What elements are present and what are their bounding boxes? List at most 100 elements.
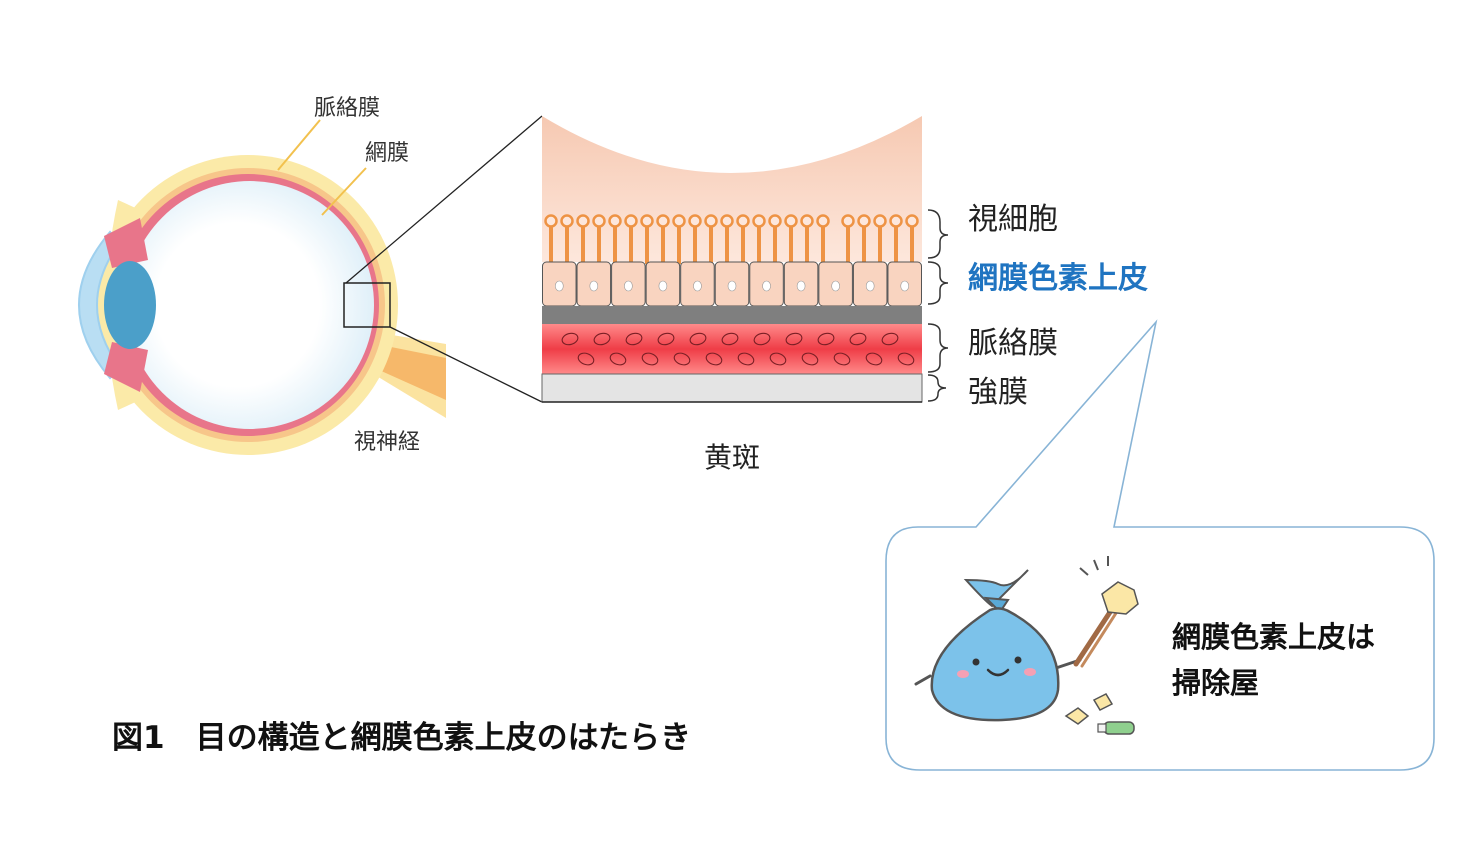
photoreceptor-head (857, 214, 871, 228)
photoreceptor-stalk (661, 226, 665, 264)
figure-caption: 図1 目の構造と網膜色素上皮のはたらき (112, 720, 691, 756)
rpe-nucleus (589, 280, 599, 292)
brace-sclera (927, 374, 947, 402)
photoreceptor-head (688, 214, 702, 228)
photoreceptor-head (576, 214, 590, 228)
blood-cell (833, 352, 851, 366)
rpe-nucleus (554, 280, 564, 292)
blood-cell (897, 352, 915, 366)
photoreceptor-head (841, 214, 855, 228)
bubble-text-line1: 網膜色素上皮は (1172, 620, 1376, 654)
blood-cell (673, 352, 691, 366)
rpe-cells (542, 261, 922, 307)
blood-cell (753, 332, 771, 346)
rpe-nucleus (693, 280, 702, 292)
photoreceptor-stalk (894, 226, 898, 264)
blood-cell (689, 332, 707, 346)
photoreceptor-head (736, 214, 750, 228)
eye-label-optic-nerve: 視神経 (354, 430, 421, 455)
photoreceptor-head (784, 214, 798, 228)
iris-upper (104, 218, 148, 268)
blood-cell (737, 352, 755, 366)
lens (104, 261, 156, 349)
photoreceptor-head (544, 214, 558, 228)
blood-cell (817, 332, 835, 346)
zoom-line-top (345, 115, 543, 284)
blood-cell (721, 332, 739, 346)
blood-cell (769, 352, 787, 366)
layer-label-choroid: 脈絡膜 (968, 326, 1058, 361)
rpe-nucleus (762, 280, 771, 292)
photoreceptor-head (800, 214, 814, 228)
bubble-text-line2: 掃除屋 (1172, 666, 1260, 700)
photoreceptor-stalk (677, 226, 681, 264)
photoreceptor-stalk (613, 226, 617, 264)
photoreceptor-head (672, 214, 686, 228)
layer-label-photoreceptor: 視細胞 (968, 202, 1058, 237)
blood-cell (641, 352, 659, 366)
photoreceptor-head (889, 214, 903, 228)
photoreceptor-stalk (878, 226, 882, 264)
blood-cell (785, 332, 803, 346)
brace-rpe (927, 261, 949, 305)
photoreceptor-stalk (709, 226, 713, 264)
photoreceptor-head (592, 214, 606, 228)
garbage-bits (1064, 707, 1090, 725)
bottle (1103, 721, 1135, 735)
photoreceptor-head (816, 214, 830, 228)
choroid-layer (542, 324, 922, 374)
layer-label-rpe: 網膜色素上皮 (968, 261, 1148, 296)
blood-cell (881, 332, 899, 346)
photoreceptor-stalk (645, 226, 649, 264)
rpe-nucleus (865, 280, 875, 292)
photoreceptor-stalk (821, 226, 825, 264)
photoreceptor-head (768, 214, 782, 228)
photoreceptor-stalk (862, 226, 866, 264)
rpe-nucleus (796, 280, 806, 292)
photoreceptor-stalk (846, 226, 850, 264)
rpe-nucleus (727, 280, 737, 292)
vitreous (126, 181, 374, 429)
photoreceptor-stalk (805, 226, 809, 264)
photoreceptor-head (624, 214, 638, 228)
photoreceptor-head (560, 214, 574, 228)
blood-cell (609, 352, 627, 366)
photoreceptor-stalk (629, 226, 633, 264)
rpe-nucleus (624, 280, 633, 292)
photoreceptor-head (704, 214, 718, 228)
eye-label-retina: 網膜 (365, 141, 410, 166)
photoreceptor-stalk (910, 226, 914, 264)
trash-bag-mascot (914, 556, 1139, 735)
eye-label-choroid: 脈絡膜 (314, 96, 381, 121)
retina-pointer (321, 167, 367, 216)
macula-cross-section (541, 116, 923, 403)
brace-choroid (927, 323, 949, 373)
layer-label-sclera: 強膜 (968, 375, 1028, 410)
rpe-nucleus (658, 280, 668, 292)
bag-body (930, 607, 1060, 722)
rpe-nucleus (831, 280, 840, 292)
photoreceptor-stalk (549, 226, 553, 264)
zoom-line-bottom (389, 326, 543, 403)
photoreceptor-head (905, 214, 919, 228)
photoreceptor-head (640, 214, 654, 228)
photoreceptor-head (752, 214, 766, 228)
bag-knot (963, 569, 1029, 608)
photoreceptor-stalk (757, 226, 761, 264)
bruch-membrane (542, 306, 922, 324)
photoreceptor-stalk (741, 226, 745, 264)
blood-cell (801, 352, 819, 366)
rpe-nucleus (900, 280, 910, 292)
tongs (1073, 603, 1117, 667)
photoreceptor-head (720, 214, 734, 228)
photoreceptor-stalk (693, 226, 697, 264)
crumpled-paper (1101, 581, 1139, 615)
photoreceptor-stalk (789, 226, 793, 264)
photoreceptor-stalk (725, 226, 729, 264)
photoreceptor-cells (544, 214, 919, 264)
photoreceptor-stalk (773, 226, 777, 264)
choroid-pointer (277, 119, 321, 171)
blood-cell (593, 332, 611, 346)
blood-cell (577, 352, 595, 366)
blood-cell (625, 332, 643, 346)
